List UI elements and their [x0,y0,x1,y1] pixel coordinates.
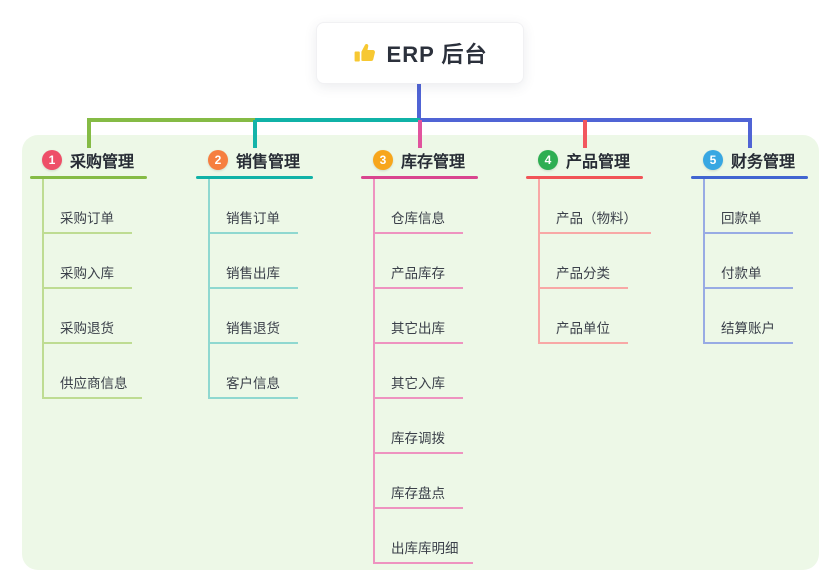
connector-drop [252,120,257,148]
branch-label: 产品管理 [566,154,631,171]
branch-node: 3 库存管理 仓库信息产品库存其它出库其它入库库存调拨库存盘点出库库明细 [361,147,478,564]
list-item[interactable]: 结算账户 [705,289,793,344]
connector-drop [86,120,91,148]
list-item[interactable]: 库存盘点 [375,454,463,509]
branch-number-badge: 1 [42,150,62,170]
branch-header[interactable]: 3 库存管理 [361,147,478,173]
list-item-label: 销售退货 [226,321,280,336]
list-item-label: 采购入库 [60,266,114,281]
list-item-label: 其它入库 [391,376,445,391]
branch-underline [361,176,478,179]
connector-drop [582,120,587,148]
branch-underline [691,176,808,179]
list-item-label: 结算账户 [721,321,775,336]
branch-item-list: 产品（物料） 产品分类产品单位 [538,179,651,344]
branch-label: 销售管理 [236,154,301,171]
branch-number-badge: 5 [703,150,723,170]
list-item[interactable]: 其它出库 [375,289,463,344]
branch-header[interactable]: 1 采购管理 [30,147,147,173]
branch-underline [196,176,313,179]
list-item-label: 客户信息 [226,376,280,391]
list-item[interactable]: 销售订单 [210,179,298,234]
branch-item-list: 销售订单销售出库销售退货客户信息 [208,179,313,399]
connector-drop [747,120,752,148]
list-item[interactable]: 客户信息 [210,344,298,399]
root-node[interactable]: ERP 后台 [316,22,524,84]
list-item-label: 产品单位 [556,321,610,336]
connector-horizontal [254,118,420,122]
branch-number-badge: 3 [373,150,393,170]
list-item-label: 库存盘点 [391,486,445,501]
branch-header[interactable]: 2 销售管理 [196,147,313,173]
list-item[interactable]: 产品（物料） [540,179,651,234]
list-item[interactable]: 销售退货 [210,289,298,344]
list-item[interactable]: 付款单 [705,234,793,289]
branch-item-list: 仓库信息产品库存其它出库其它入库库存调拨库存盘点出库库明细 [373,179,478,564]
list-item-label: 出库库明细 [391,541,459,556]
list-item-label: 销售订单 [226,211,280,226]
thumbs-up-icon [353,41,377,65]
list-item[interactable]: 出库库明细 [375,509,473,564]
branch-underline [30,176,147,179]
list-item[interactable]: 采购订单 [44,179,132,234]
branch-item-list: 回款单付款单结算账户 [703,179,808,344]
list-item-label: 销售出库 [226,266,280,281]
branch-label: 库存管理 [401,154,466,171]
list-item-label: 供应商信息 [60,376,128,391]
list-item[interactable]: 采购入库 [44,234,132,289]
branch-node: 2 销售管理 销售订单销售出库销售退货客户信息 [196,147,313,399]
list-item[interactable]: 采购退货 [44,289,132,344]
branch-label: 财务管理 [731,154,796,171]
branch-item-list: 采购订单采购入库采购退货供应商信息 [42,179,147,399]
list-item-label: 其它出库 [391,321,445,336]
list-item[interactable]: 库存调拨 [375,399,463,454]
branch-node: 1 采购管理 采购订单采购入库采购退货供应商信息 [30,147,147,399]
branch-node: 5 财务管理 回款单付款单结算账户 [691,147,808,344]
connector-horizontal [86,118,255,122]
branch-header[interactable]: 4 产品管理 [526,147,643,173]
list-item-label: 回款单 [721,211,762,226]
list-item[interactable]: 销售出库 [210,234,298,289]
branch-number-badge: 4 [538,150,558,170]
list-item-label: 产品分类 [556,266,610,281]
list-item[interactable]: 产品单位 [540,289,628,344]
connector-drop [417,120,422,148]
list-item[interactable]: 其它入库 [375,344,463,399]
branch-header[interactable]: 5 财务管理 [691,147,808,173]
root-title: ERP 后台 [386,42,488,67]
trunk-connector [417,82,421,120]
list-item[interactable]: 供应商信息 [44,344,142,399]
list-item-label: 采购退货 [60,321,114,336]
branch-node: 4 产品管理 产品（物料） 产品分类产品单位 [526,147,651,344]
list-item-label: 付款单 [721,266,762,281]
branch-number-badge: 2 [208,150,228,170]
branch-label: 采购管理 [70,154,135,171]
list-item-label: 产品库存 [391,266,445,281]
background-panel [22,135,819,570]
list-item-label: 采购订单 [60,211,114,226]
list-item[interactable]: 仓库信息 [375,179,463,234]
list-item[interactable]: 产品库存 [375,234,463,289]
list-item-label: 库存调拨 [391,431,445,446]
branch-underline [526,176,643,179]
list-item-label: 产品（物料） [556,211,637,226]
list-item-label: 仓库信息 [391,211,445,226]
list-item[interactable]: 回款单 [705,179,793,234]
list-item[interactable]: 产品分类 [540,234,628,289]
